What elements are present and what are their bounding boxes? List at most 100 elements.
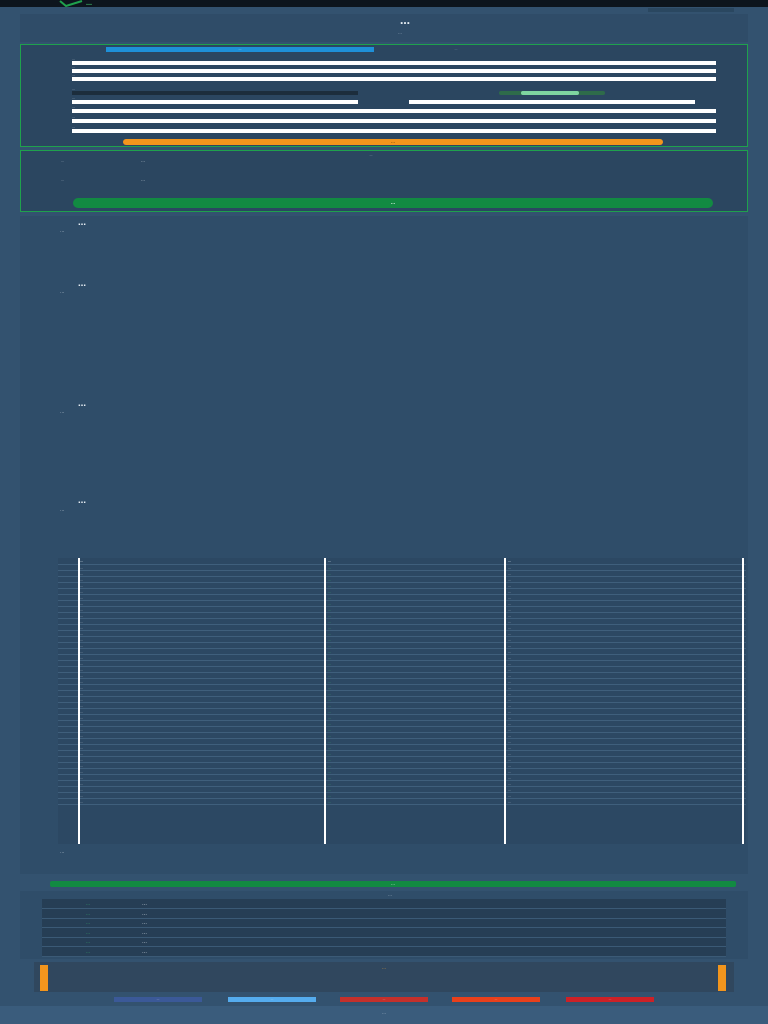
table-row: ……… [58,576,746,583]
field-label: … [72,105,75,109]
option-toggle[interactable] [499,91,605,95]
table-footnote: … [60,850,65,855]
table-cell: … [486,744,746,751]
table-cell: … [58,792,306,799]
table-row: ……… [58,798,746,805]
other-tools-section: … ……………………………… [20,891,748,959]
table-cell: … [486,642,746,649]
table-cell: … [58,684,306,691]
field-label: … [72,73,75,77]
tool-link[interactable]: …… [42,900,726,909]
table-cell: … [306,786,486,793]
result-value[interactable]: … [141,159,145,163]
generator-field-4[interactable] [72,91,358,95]
tool-link[interactable]: …… [42,948,726,957]
table-cell: … [58,750,306,757]
field-label: … [72,115,75,119]
section-heading: … [78,218,86,227]
page-header: … … [20,14,748,42]
table-row: ……… [58,732,746,739]
table-row: ……… [58,582,746,589]
table-cell: … [486,798,746,805]
table-cell: … [486,786,746,793]
tools-title: … [388,892,392,897]
tool-icon: … [86,902,90,906]
copy-button[interactable]: … [73,198,713,208]
table-row: ……… [58,750,746,757]
generator-field-7[interactable] [72,109,716,113]
table-row: ……… [58,780,746,787]
footer-text: … [382,1010,386,1015]
table-cell: … [58,606,306,613]
tab-generator-secondary[interactable]: … [454,47,458,51]
table-row: ……… [58,774,746,781]
generator-field-1[interactable] [72,61,716,65]
table-cell: … [306,672,486,679]
table-cell: … [486,726,746,733]
table-row: ……… [58,744,746,751]
tool-link[interactable]: …… [42,929,726,938]
table-cell: … [58,642,306,649]
table-row: ……… [58,768,746,775]
table-cell: … [306,564,486,571]
table-header-cell: … [58,558,306,565]
share-button-facebook[interactable]: … [114,997,202,1002]
result-value[interactable]: … [141,178,145,182]
generator-field-8[interactable] [72,119,716,123]
result-panel: … … … … … … [20,150,748,212]
table-cell: … [58,780,306,787]
menu-button[interactable] [648,8,734,12]
result-row: … … [61,178,701,190]
share-button-twitter[interactable]: … [228,997,316,1002]
table-row: ……… [58,726,746,733]
table-cell: … [58,798,306,805]
generate-button[interactable]: … [123,139,663,145]
tool-link[interactable]: …… [42,938,726,947]
table-cell: … [58,618,306,625]
table-row: ……… [58,762,746,769]
table-cell: … [58,570,306,577]
top-navigation-bar [0,0,768,7]
tab-generator-primary[interactable]: … [106,47,374,52]
table-row: ……… [58,588,746,595]
section-paragraph: … [60,508,65,513]
table-cell: … [58,756,306,763]
table-cell: … [58,576,306,583]
generator-field-9[interactable] [72,129,716,133]
table-cell: … [58,744,306,751]
table-cell: … [486,792,746,799]
share-button-3[interactable]: … [340,997,428,1002]
tool-link[interactable]: …… [42,910,726,919]
generator-field-2[interactable] [72,69,716,73]
share-button-4[interactable]: … [452,997,540,1002]
table-cell: … [58,600,306,607]
table-cell: … [486,624,746,631]
logo-check-icon[interactable] [58,0,84,7]
share-button-5[interactable]: … [566,997,654,1002]
generator-field-5[interactable] [72,100,358,104]
table-cell: … [306,738,486,745]
table-row: ……… [58,624,746,631]
generator-field-3[interactable] [72,77,716,81]
generator-field-6[interactable] [409,100,695,104]
tool-link[interactable]: …… [42,919,726,928]
table-cell: … [306,798,486,805]
table-row: ……… [58,672,746,679]
table-row: ……… [58,648,746,655]
site-logo-text[interactable]: … [86,0,94,7]
table-cell: … [306,792,486,799]
table-row: ……… [58,702,746,709]
table-cell: … [58,738,306,745]
section-heading: … [78,496,86,505]
table-cell: … [306,630,486,637]
table-cell: … [486,774,746,781]
table-row: ……… [58,600,746,607]
field-label: … [72,96,75,100]
table-cell: … [58,708,306,715]
table-cell: … [486,684,746,691]
table-row: ……… [58,690,746,697]
table-cell: … [306,702,486,709]
table-cell: … [486,738,746,745]
table-row: ……… [58,708,746,715]
add-to-chrome-button[interactable]: … [50,881,736,887]
